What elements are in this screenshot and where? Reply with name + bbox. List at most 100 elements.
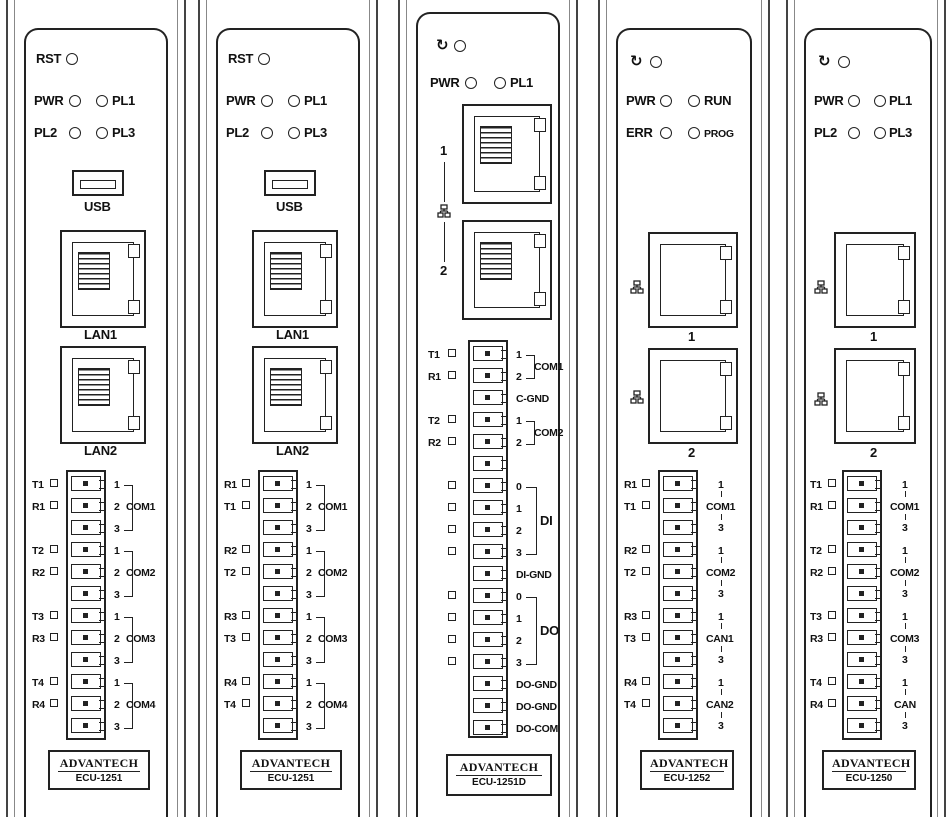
usb-port[interactable] — [72, 170, 124, 196]
r2-label: R2 — [624, 545, 637, 557]
r2-led — [448, 437, 456, 445]
brand-name: ADVANTECH — [456, 759, 542, 776]
pin-label: 3 — [902, 720, 908, 732]
pl3-led — [288, 127, 300, 139]
r1-led — [242, 479, 250, 487]
pin-label: 2 — [306, 501, 312, 513]
t2-label: T2 — [810, 545, 822, 557]
pl1-label: PL1 — [304, 93, 327, 108]
t2-label: T2 — [624, 567, 636, 579]
pin-line — [905, 689, 906, 695]
di-label: DI — [540, 513, 553, 528]
do-led — [448, 635, 456, 643]
lan1-port[interactable] — [252, 230, 338, 328]
pin-label: 3 — [306, 655, 312, 667]
lan2-port[interactable] — [252, 346, 338, 444]
port-bracket — [526, 355, 535, 379]
lan1-port[interactable] — [834, 232, 916, 328]
pin-label: 1 — [114, 677, 120, 689]
lan1-port[interactable] — [60, 230, 146, 328]
terminal-block[interactable] — [66, 470, 106, 740]
pwr-led — [465, 77, 477, 89]
com2-label: COM2 — [890, 567, 920, 579]
lan1-label: LAN1 — [276, 327, 309, 342]
port-bracket — [124, 485, 133, 531]
pl2-led — [69, 127, 81, 139]
com1-label: COM1 — [890, 501, 920, 513]
pin-line — [721, 491, 722, 497]
port-bracket — [124, 683, 133, 729]
pin-label: 1 — [306, 545, 312, 557]
terminal-block[interactable] — [842, 470, 882, 740]
t3-label: T3 — [32, 611, 44, 623]
pin-label: 3 — [114, 655, 120, 667]
rst-button[interactable] — [66, 53, 78, 65]
t3-label: T3 — [224, 633, 236, 645]
pin-label: 1 — [902, 611, 908, 623]
t4-label: T4 — [32, 677, 44, 689]
reset-icon[interactable]: ↻ — [436, 37, 449, 54]
port-bracket — [316, 617, 325, 663]
status-led — [650, 56, 662, 68]
lan2-port[interactable] — [648, 348, 738, 444]
t4-label: T4 — [624, 699, 636, 711]
lan1-port[interactable] — [648, 232, 738, 328]
pin-label: 3 — [718, 654, 724, 666]
pwr-label: PWR — [430, 75, 460, 90]
r1-label: R1 — [224, 479, 237, 491]
do-pin: 1 — [516, 613, 522, 625]
pin-label: 1 — [516, 415, 522, 427]
pin-label: 3 — [114, 721, 120, 733]
t1-label: T1 — [32, 479, 44, 491]
rst-button[interactable] — [258, 53, 270, 65]
r2-label: R2 — [32, 567, 45, 579]
usb-port[interactable] — [264, 170, 316, 196]
lan2-port[interactable] — [834, 348, 916, 444]
lan2-port[interactable] — [60, 346, 146, 444]
rst-label: RST — [228, 51, 254, 66]
pl3-label: PL3 — [112, 125, 135, 140]
t3-led — [828, 611, 836, 619]
reset-icon[interactable]: ↻ — [630, 53, 643, 70]
t2-led — [642, 567, 650, 575]
r2-led — [50, 567, 58, 575]
lan1-port[interactable] — [462, 104, 552, 204]
lan2-label: LAN2 — [276, 443, 309, 458]
pin-label: 1 — [902, 479, 908, 491]
terminal-block[interactable] — [258, 470, 298, 740]
t1-led — [242, 501, 250, 509]
terminal-block[interactable] — [658, 470, 698, 740]
brand-logo-plate: ADVANTECH ECU-1251D — [446, 754, 552, 796]
do-label: DO — [540, 623, 559, 638]
pin-label: 1 — [114, 545, 120, 557]
model-name: ECU-1251 — [75, 773, 123, 784]
port-bracket — [124, 617, 133, 663]
network-icon — [814, 392, 828, 406]
network-icon — [630, 390, 644, 404]
brand-name: ADVANTECH — [58, 756, 140, 772]
pin-line — [905, 557, 906, 563]
lan2-port[interactable] — [462, 220, 552, 320]
run-led — [688, 95, 700, 107]
t2-label: T2 — [428, 415, 440, 427]
device-ecu-1251d: ↻ PWR PL1 1 2 T1 — [398, 0, 578, 817]
reset-icon[interactable]: ↻ — [818, 53, 831, 70]
device-housing — [198, 0, 378, 817]
pl2-led — [261, 127, 273, 139]
pin-line — [905, 580, 906, 586]
front-panel: ↻ PWR RUN ERR PROG 1 2 — [616, 28, 752, 817]
do-pin: 2 — [516, 635, 522, 647]
t4-led — [242, 699, 250, 707]
r1-led — [448, 371, 456, 379]
pin-label: 3 — [306, 523, 312, 535]
model-name: ECU-1251 — [267, 773, 315, 784]
t3-led — [50, 611, 58, 619]
prog-label: PROG — [704, 128, 734, 140]
pin-line — [721, 646, 722, 652]
t2-label: T2 — [224, 567, 236, 579]
di-pin: 2 — [516, 525, 522, 537]
t2-label: T2 — [32, 545, 44, 557]
terminal-block[interactable] — [468, 340, 508, 738]
pwr-label: PWR — [226, 93, 256, 108]
pwr-led — [261, 95, 273, 107]
